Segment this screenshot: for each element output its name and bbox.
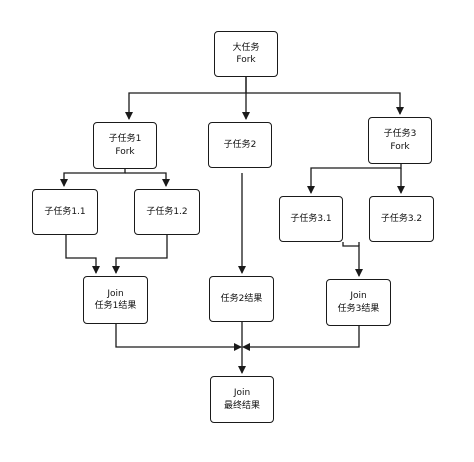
connector-sub3-1-to-join3 — [342, 242, 363, 277]
node-subtask-3-2-line1: 子任务3.2 — [380, 213, 423, 224]
node-subtask-3-line2: Fork — [390, 141, 410, 152]
node-result-2: 任务2结果 — [209, 276, 274, 322]
node-subtask-3-2: 子任务3.2 — [369, 196, 434, 242]
node-subtask-1: 子任务1 Fork — [93, 122, 157, 169]
node-join-1-line2: 任务1结果 — [94, 301, 137, 311]
node-subtask-1-2-line1: 子任务1.2 — [146, 206, 188, 217]
node-subtask-3-line1: 子任务3 — [383, 129, 417, 140]
connector-main-to-sub1 — [125, 77, 247, 120]
node-main-task-line1: 大任务 — [232, 42, 260, 53]
node-result-2-line1: 任务2结果 — [220, 293, 263, 304]
node-subtask-1-line1: 子任务1 — [108, 134, 142, 145]
node-subtask-3-1: 子任务3.1 — [279, 196, 343, 242]
node-main-task: 大任务 Fork — [214, 31, 278, 77]
node-subtask-3: 子任务3 Fork — [368, 117, 432, 164]
node-subtask-1-1: 子任务1.1 — [32, 189, 98, 235]
connector-sub1-1-to-join1 — [65, 235, 100, 274]
node-subtask-1-line2: Fork — [115, 146, 135, 157]
node-subtask-1-1-line1: 子任务1.1 — [44, 206, 86, 217]
node-final-result: Join 最终结果 — [210, 376, 274, 423]
connector-sub3-to-sub3-1 — [307, 164, 402, 194]
connector-join3-to-final — [242, 326, 360, 351]
node-join-3-line1: Join — [350, 291, 367, 302]
node-join-1-line1: Join — [107, 288, 124, 299]
connector-main-to-sub3 — [246, 92, 404, 115]
connector-sub1-2-to-join1 — [112, 235, 168, 274]
connector-sub1-to-sub1-2 — [125, 172, 170, 187]
node-final-result-line1: Join — [233, 388, 251, 399]
node-join-3-line2: 任务3结果 — [337, 303, 380, 314]
node-main-task-line2: Fork — [236, 55, 256, 65]
node-join-3: Join 任务3结果 — [326, 279, 391, 326]
node-join-1: Join 任务1结果 — [83, 276, 148, 324]
node-subtask-2-line1: 子任务2 — [223, 139, 257, 150]
node-subtask-3-1-line1: 子任务3.1 — [290, 213, 332, 224]
node-subtask-2: 子任务2 — [208, 122, 272, 168]
connector-sub1-to-sub1-1 — [60, 169, 126, 187]
node-final-result-line2: 最终结果 — [223, 400, 260, 411]
node-subtask-1-2: 子任务1.2 — [134, 189, 200, 235]
connector-join1-to-final — [115, 324, 242, 351]
